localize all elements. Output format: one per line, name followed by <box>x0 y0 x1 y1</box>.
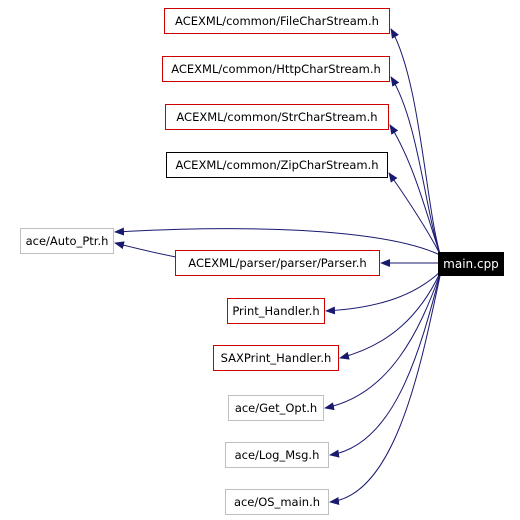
node-label: Print_Handler.h <box>232 304 320 318</box>
edge-main-to-http-char-stream <box>390 76 441 255</box>
edge-main-to-file-char-stream <box>390 28 441 255</box>
node-label: ACEXML/common/HttpCharStream.h <box>171 62 381 76</box>
node-label: ace/Log_Msg.h <box>234 448 320 462</box>
node-file-char-stream[interactable]: ACEXML/common/FileCharStream.h <box>164 8 390 34</box>
edge-main-to-saxprint-handler <box>339 272 441 360</box>
node-zip-char-stream[interactable]: ACEXML/common/ZipCharStream.h <box>166 152 388 178</box>
node-label: main.cpp <box>443 257 499 271</box>
node-label: SAXPrint_Handler.h <box>220 351 332 365</box>
node-log-msg[interactable]: ace/Log_Msg.h <box>225 442 329 468</box>
node-main-cpp: main.cpp <box>438 252 504 276</box>
node-http-char-stream[interactable]: ACEXML/common/HttpCharStream.h <box>162 56 390 82</box>
edges-group <box>114 28 441 505</box>
node-label: ACEXML/parser/parser/Parser.h <box>188 256 367 270</box>
node-os-main[interactable]: ace/OS_main.h <box>225 489 329 515</box>
edge-parser-to-auto-ptr <box>114 241 177 258</box>
edge-main-to-os-main <box>329 275 441 505</box>
node-label: ace/OS_main.h <box>233 495 321 509</box>
node-label: ace/Auto_Ptr.h <box>25 234 109 248</box>
edge-main-to-str-char-stream <box>389 124 441 255</box>
node-saxprint-handler[interactable]: SAXPrint_Handler.h <box>213 345 339 371</box>
node-label: ACEXML/common/StrCharStream.h <box>176 110 378 124</box>
edge-main-to-log-msg <box>329 274 441 458</box>
edge-main-to-print-handler <box>325 271 441 315</box>
node-label: ACEXML/common/ZipCharStream.h <box>175 158 379 172</box>
edge-main-to-auto-ptr <box>114 227 441 256</box>
node-print-handler[interactable]: Print_Handler.h <box>227 298 325 324</box>
node-auto-ptr[interactable]: ace/Auto_Ptr.h <box>20 228 114 254</box>
node-str-char-stream[interactable]: ACEXML/common/StrCharStream.h <box>165 104 389 130</box>
node-label: ace/Get_Opt.h <box>234 401 318 415</box>
node-label: ACEXML/common/FileCharStream.h <box>175 14 379 28</box>
node-get-opt[interactable]: ace/Get_Opt.h <box>228 395 324 421</box>
node-parser[interactable]: ACEXML/parser/parser/Parser.h <box>175 250 380 276</box>
edge-main-to-get-opt <box>324 273 441 411</box>
edge-main-to-zip-char-stream <box>388 172 441 255</box>
